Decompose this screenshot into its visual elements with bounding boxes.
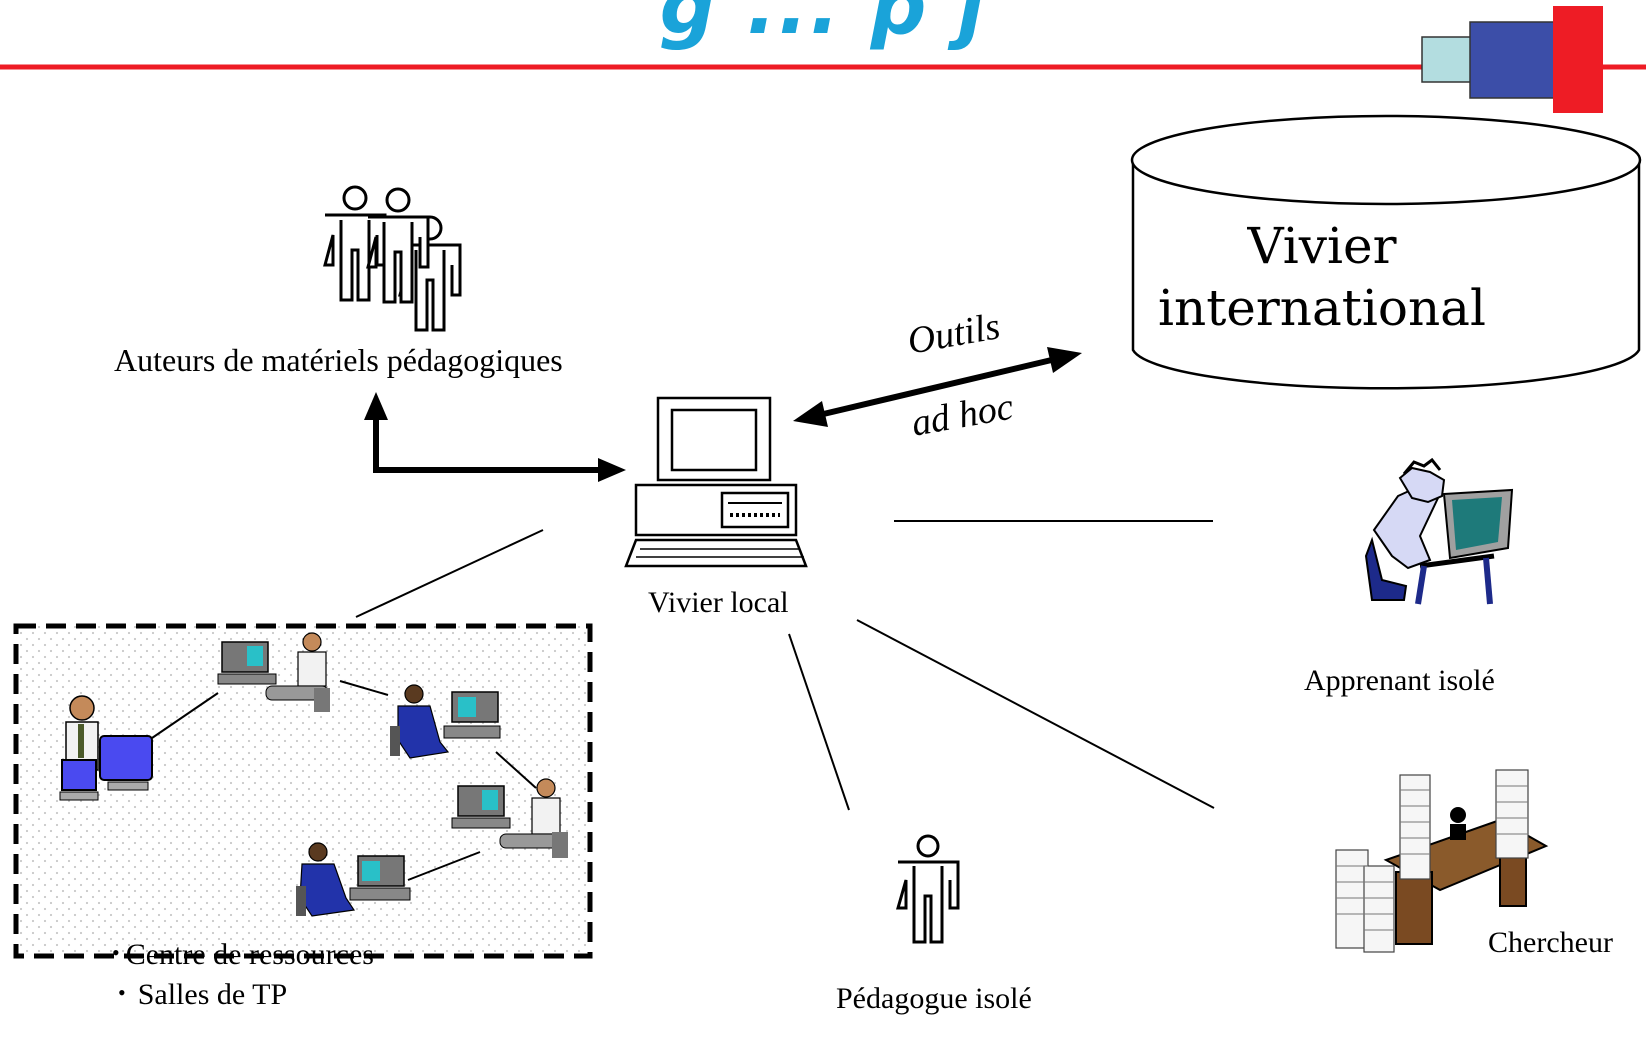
person-at-computer-icon (1364, 457, 1514, 605)
learner-label: Apprenant isolé (1304, 664, 1495, 697)
authors-label: Auteurs de matériels pédagogiques (114, 342, 563, 378)
person-outline-icon (896, 834, 960, 944)
group-of-people-icon (323, 185, 462, 332)
workstation-e (296, 842, 411, 917)
resource-list-item-text: Centre de ressources (125, 938, 374, 971)
tools-bidirectional-arrow (793, 347, 1082, 427)
resource-list-item: •Centre de ressources (112, 938, 374, 971)
teacher-label: Pédagogue isolé (836, 982, 1032, 1015)
authors-local-arrow (364, 392, 626, 482)
researcher-desk-paper-stacks-icon (1335, 769, 1549, 953)
header-color-blocks (1421, 6, 1603, 113)
desktop-computer-icon (624, 396, 808, 568)
connector-lines (355, 520, 1215, 811)
workstation-d (451, 778, 568, 858)
database-cylinder-icon (1130, 114, 1642, 390)
workstation-a (59, 695, 153, 801)
local-pool-label: Vivier local (648, 586, 789, 619)
resource-list: •Centre de ressources •Salles de TP (112, 936, 374, 1016)
slide-title-partial: g ... p j (659, 0, 987, 52)
workstation-b (217, 632, 330, 712)
networked-workstations-icon (59, 632, 568, 917)
researcher-label: Chercheur (1488, 926, 1613, 959)
workstation-c (390, 684, 501, 759)
resource-list-item-text: Salles de TP (137, 978, 288, 1011)
resource-list-item: •Salles de TP (118, 978, 288, 1011)
